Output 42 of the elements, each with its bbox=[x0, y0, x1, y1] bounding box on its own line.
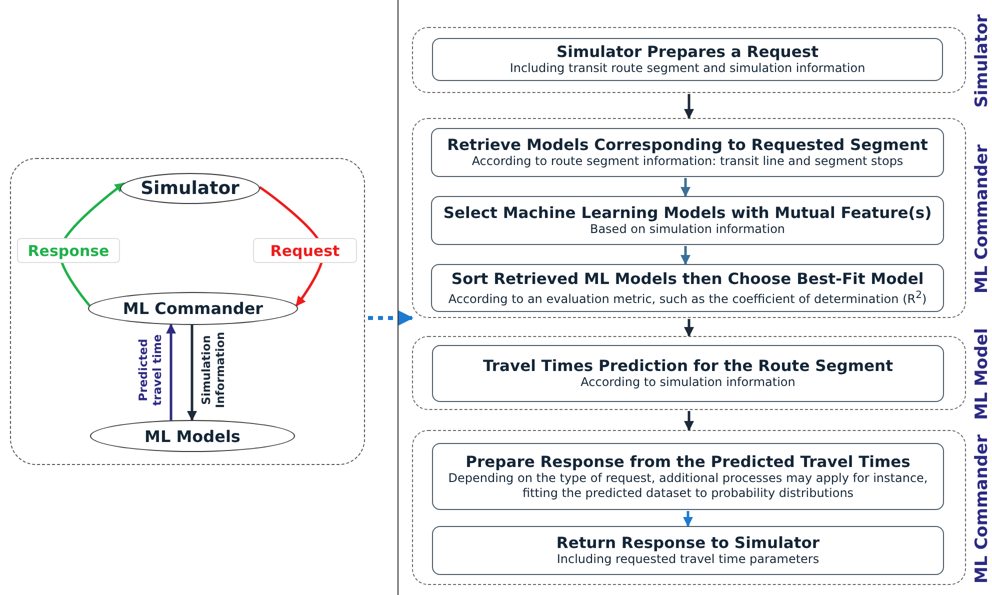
process-box bbox=[431, 128, 944, 177]
arrow bbox=[684, 94, 694, 119]
edge-label: Predicted travel time bbox=[136, 333, 164, 408]
arrow bbox=[680, 246, 690, 265]
node-description: Including requested travel time parameters bbox=[556, 552, 820, 567]
node-label: ML Models bbox=[144, 426, 240, 446]
node-title: Return Response to Simulator bbox=[556, 534, 820, 552]
node-label: ML Commander bbox=[122, 299, 264, 318]
edge-label: Request bbox=[253, 238, 357, 263]
node-description: Depending on the type of request, additional processes may apply for instance, fitting the predicted dataset to probability distributions bbox=[447, 470, 929, 500]
edge-label: Simulation Information bbox=[199, 330, 227, 410]
node-description: According to simulation information bbox=[580, 375, 796, 390]
node-title: Prepare Response from the Predicted Travel Times bbox=[466, 452, 910, 470]
node-description: According to an evaluation metric, such as the coefficient of determination (R$^{2}$) bbox=[448, 288, 927, 306]
edge-label: Response bbox=[17, 238, 120, 263]
arrow bbox=[684, 411, 694, 431]
process-box bbox=[432, 345, 944, 402]
process-box bbox=[431, 196, 944, 245]
process-box bbox=[431, 264, 944, 312]
node-description: According to route segment information: transit line and segment stops bbox=[472, 154, 904, 169]
lane-label: ML Commander bbox=[972, 434, 992, 583]
node-title: Sort Retrieved ML Models then Choose Best-Fit Model bbox=[451, 270, 924, 288]
node-description: Based on simulation information bbox=[590, 222, 786, 237]
process-box bbox=[432, 38, 943, 81]
node-title: Select Machine Learning Models with Mutual Feature(s) bbox=[443, 204, 932, 222]
node-description: Including transit route segment and simulation information bbox=[510, 61, 866, 76]
arrow bbox=[680, 178, 690, 197]
arrow bbox=[166, 324, 176, 420]
process-box bbox=[432, 443, 944, 510]
lane-label: ML Model bbox=[972, 328, 992, 420]
process-box bbox=[432, 526, 944, 575]
node-title: Retrieve Models Corresponding to Requested Segment bbox=[447, 136, 928, 154]
ellipse-node bbox=[88, 292, 298, 325]
arrow bbox=[683, 511, 693, 527]
arrow bbox=[684, 319, 694, 337]
arrow bbox=[368, 310, 414, 326]
node-label: Simulator bbox=[140, 178, 240, 199]
lane-label: Simulator bbox=[972, 14, 992, 108]
arrow bbox=[187, 325, 197, 421]
node-title: Travel Times Prediction for the Route Segment bbox=[483, 357, 893, 375]
lane-label: ML Commander bbox=[972, 144, 992, 294]
node-title: Simulator Prepares a Request bbox=[556, 43, 818, 61]
